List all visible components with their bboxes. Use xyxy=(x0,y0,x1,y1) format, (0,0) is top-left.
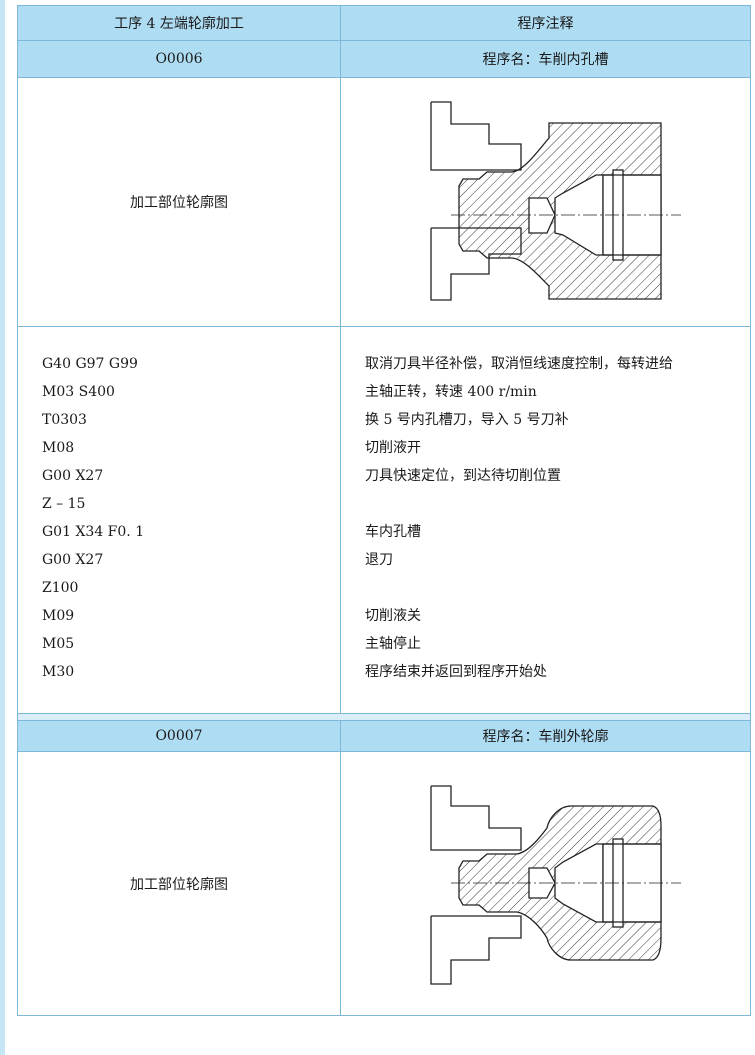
program1-figure xyxy=(341,78,750,326)
comment-line: 切削液关 xyxy=(365,608,421,624)
comment-line: 车内孔槽 xyxy=(365,524,421,540)
outer-contour-drawing xyxy=(430,785,681,985)
code-line: Z – 15 xyxy=(42,496,86,512)
header-comment: 程序注释 xyxy=(341,6,750,40)
code-line: M30 xyxy=(42,664,75,680)
program-table: 工序 4 左端轮廓加工 程序注释 O0006 程序名：车削内孔槽 加工部位轮廓图 xyxy=(17,5,751,1016)
section-separator xyxy=(18,714,750,721)
code-line: M08 xyxy=(42,440,75,456)
table-header-row: 工序 4 左端轮廓加工 程序注释 xyxy=(18,6,750,41)
code-line: M09 xyxy=(42,608,75,624)
code-line: M05 xyxy=(42,636,75,652)
program1-comments: 取消刀具半径补偿，取消恒线速度控制，每转进给 主轴正转，转速 400 r/min… xyxy=(341,327,750,713)
code-line: T0303 xyxy=(42,412,87,428)
program1-code-row: G40 G97 G99 M03 S400 T0303 M08 G00 X27 Z… xyxy=(18,327,750,714)
internal-groove-drawing xyxy=(430,101,681,301)
code-line: G40 G97 G99 xyxy=(42,356,138,372)
program2-figure-row: 加工部位轮廓图 xyxy=(18,752,750,1015)
program1-figure-label: 加工部位轮廓图 xyxy=(18,78,341,326)
comment-line: 切削液开 xyxy=(365,440,421,456)
comment-line: 主轴停止 xyxy=(365,636,421,652)
header-process: 工序 4 左端轮廓加工 xyxy=(18,6,341,40)
comment-line: 主轴正转，转速 400 r/min xyxy=(365,384,537,400)
program2-name: 程序名：车削外轮廓 xyxy=(341,721,750,751)
program1-name: 程序名：车削内孔槽 xyxy=(341,41,750,77)
program1-number: O0006 xyxy=(18,41,341,77)
comment-line: 刀具快速定位，到达待切削位置 xyxy=(365,468,561,484)
code-line: G00 X27 xyxy=(42,468,104,484)
program2-figure xyxy=(341,752,750,1015)
comment-line: 退刀 xyxy=(365,552,393,568)
comment-line xyxy=(341,490,750,518)
program2-number: O0007 xyxy=(18,721,341,751)
program2-figure-label: 加工部位轮廓图 xyxy=(18,752,341,1015)
figure-label-text: 加工部位轮廓图 xyxy=(130,195,228,211)
code-line: G00 X27 xyxy=(42,552,104,568)
comment-line: 取消刀具半径补偿，取消恒线速度控制，每转进给 xyxy=(365,356,673,372)
program1-figure-row: 加工部位轮廓图 xyxy=(18,78,750,327)
code-line: G01 X34 F0. 1 xyxy=(42,524,145,540)
figure-label-text: 加工部位轮廓图 xyxy=(130,876,228,893)
program1-code: G40 G97 G99 M03 S400 T0303 M08 G00 X27 Z… xyxy=(18,327,341,713)
page-edge-bar xyxy=(0,0,5,1055)
comment-line: 程序结束并返回到程序开始处 xyxy=(365,664,547,680)
comment-line: 换 5 号内孔槽刀，导入 5 号刀补 xyxy=(365,412,569,428)
program1-title-row: O0006 程序名：车削内孔槽 xyxy=(18,41,750,78)
program2-title-row: O0007 程序名：车削外轮廓 xyxy=(18,721,750,752)
code-line: M03 S400 xyxy=(42,384,115,400)
comment-line xyxy=(341,574,750,602)
code-line: Z100 xyxy=(42,580,79,596)
